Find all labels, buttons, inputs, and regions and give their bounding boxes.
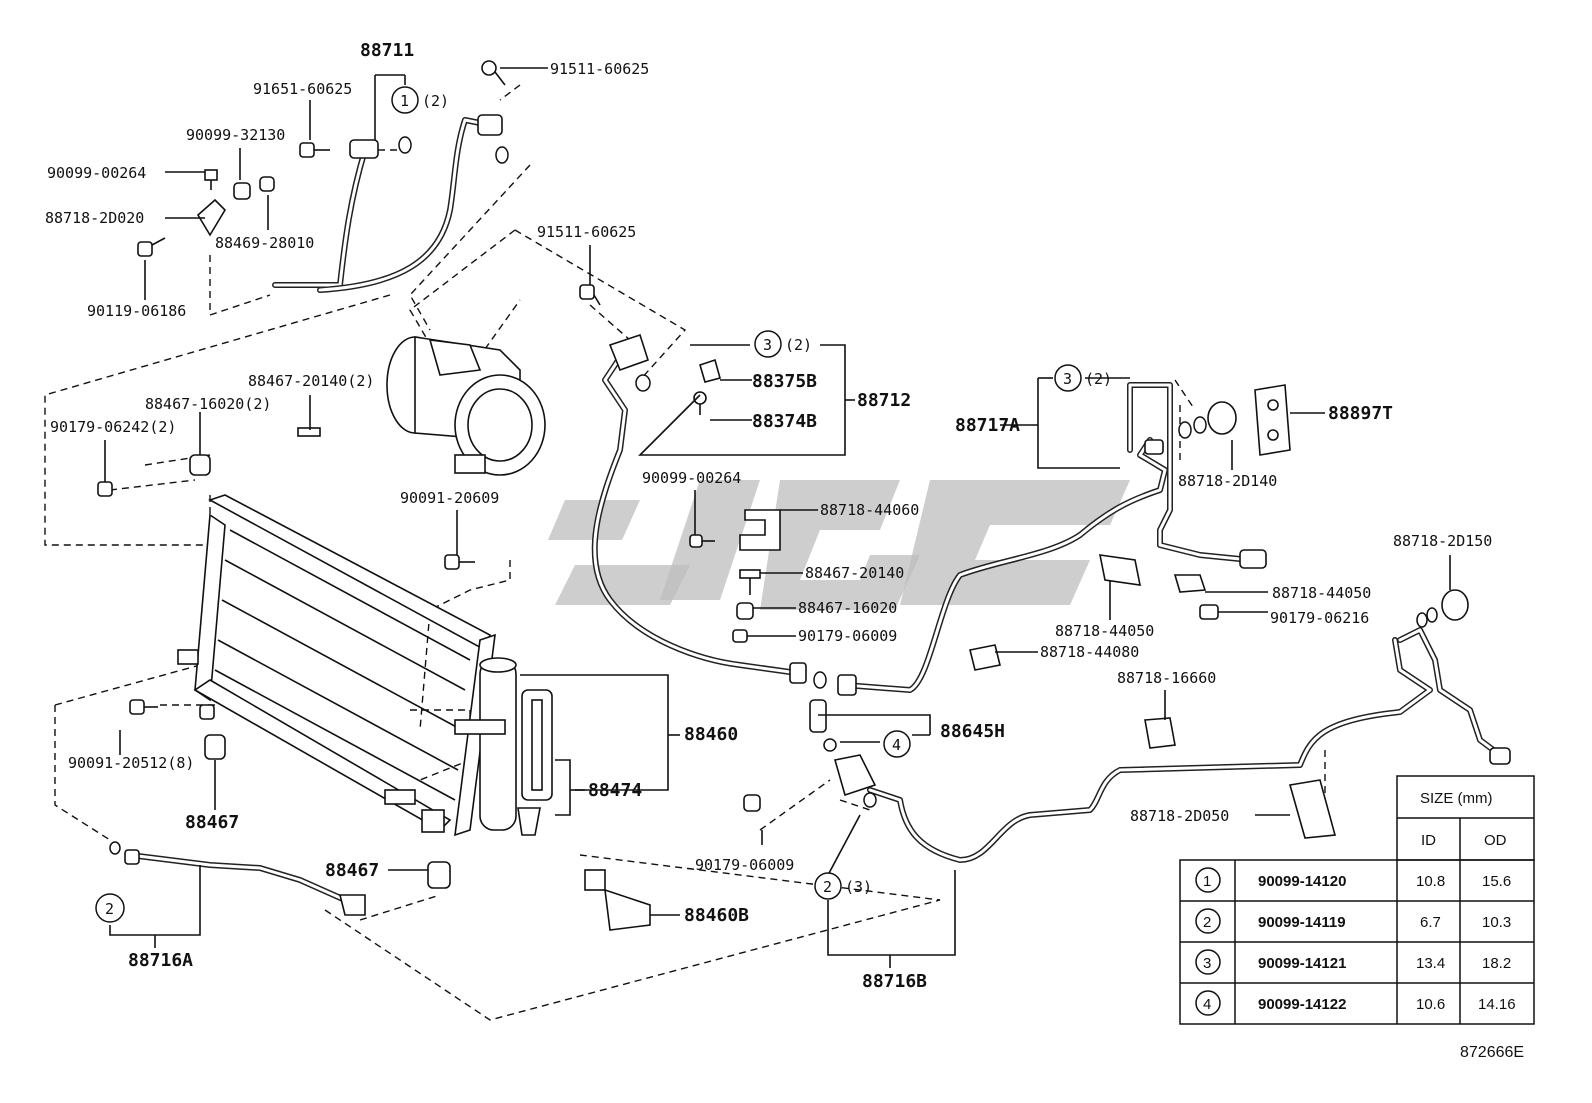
label-88467-a: 88467 (185, 812, 239, 833)
label-88718-2D020: 88718-2D020 (45, 209, 144, 227)
label-88897T: 88897T (1328, 403, 1393, 424)
table-header-size: SIZE (mm) (1420, 790, 1493, 807)
label-88711: 88711 (360, 40, 414, 61)
label-88716B: 88716B (862, 971, 927, 992)
label-88718-44080: 88718-44080 (1040, 643, 1139, 661)
table-row-3-part: 90099-14121 (1258, 955, 1346, 972)
label-88460: 88460 (684, 724, 738, 745)
diagram-code: 872666E (1460, 1044, 1524, 1061)
label-88718-44060: 88718-44060 (820, 501, 919, 519)
table-row-2-part: 90099-14119 (1258, 914, 1346, 931)
callout-3-a (754, 330, 782, 358)
label-90179-06009-b: 90179-06009 (695, 856, 794, 874)
table-row-2-od: 10.3 (1482, 914, 1511, 931)
label-90119-06186: 90119-06186 (87, 302, 186, 320)
label-90099-00264-a: 90099-00264 (47, 164, 146, 182)
label-88718-2D150: 88718-2D150 (1393, 532, 1492, 550)
callout-1-qty: (2) (422, 92, 449, 110)
label-88718-16660: 88718-16660 (1117, 669, 1216, 687)
callout-3-b (1054, 364, 1082, 392)
table-col-id: ID (1421, 832, 1436, 849)
table-col-od: OD (1484, 832, 1507, 849)
label-90179-06009-a: 90179-06009 (798, 627, 897, 645)
table-row: 3 90099-14121 13.4 18.2 (1195, 949, 1511, 975)
callout-3a-qty: (2) (785, 336, 812, 354)
table-row: 2 90099-14119 6.7 10.3 (1195, 908, 1511, 934)
table-row-1-no: 1 (1203, 873, 1211, 890)
compressor (386, 336, 546, 476)
table-row-1-od: 15.6 (1482, 873, 1511, 890)
label-90091-20512-8: 90091-20512(8) (68, 754, 194, 772)
label-88374B: 88374B (752, 411, 817, 432)
label-91511-60625-a: 91511-60625 (550, 60, 649, 78)
label-88467-20140: 88467-20140 (805, 564, 904, 582)
label-88712: 88712 (857, 390, 911, 411)
label-91651-60625: 91651-60625 (253, 80, 352, 98)
part-labels: 88711 91651-60625 91511-60625 90099-3213… (45, 40, 1492, 992)
callout-3b-qty: (2) (1085, 370, 1112, 388)
callout-2b-number: 2 (823, 878, 832, 896)
label-90099-00264-b: 90099-00264 (642, 469, 741, 487)
label-90179-06242-2: 90179-06242(2) (50, 418, 176, 436)
table-row: 1 90099-14120 10.8 15.6 (1195, 867, 1511, 893)
label-88469-28010: 88469-28010 (215, 234, 314, 252)
table-row: 4 90099-14122 10.6 14.16 (1195, 990, 1516, 1016)
table-row-4-part: 90099-14122 (1258, 996, 1346, 1013)
label-88467-16020: 88467-16020 (798, 599, 897, 617)
table-row-1-id: 10.8 (1416, 873, 1445, 890)
leader-lines (104, 67, 1451, 968)
callout-circles: 1 (2) 3 (2) 3 (2) 4 2 (3) 2 (95, 86, 1112, 923)
callout-2-b (814, 872, 842, 900)
label-88474: 88474 (588, 780, 642, 801)
label-91511-60625-b: 91511-60625 (537, 223, 636, 241)
callout-1-number: 1 (400, 92, 409, 110)
callout-2-a (95, 893, 125, 923)
label-90179-06216: 90179-06216 (1270, 609, 1369, 627)
hoses-and-pipes (127, 117, 1503, 903)
table-row-2-id: 6.7 (1420, 914, 1441, 931)
label-88718-2D050: 88718-2D050 (1130, 807, 1229, 825)
callout-4-number: 4 (892, 736, 901, 754)
table-row-3-od: 18.2 (1482, 955, 1511, 972)
table-row-4-no: 4 (1203, 996, 1211, 1013)
size-table: SIZE (mm) ID OD 1 90099-14120 10.8 15.6 … (1179, 775, 1535, 1025)
label-88460B: 88460B (684, 905, 749, 926)
callout-1 (391, 86, 419, 114)
table-row-2-no: 2 (1203, 914, 1211, 931)
label-88717A: 88717A (955, 415, 1020, 436)
label-88645H: 88645H (940, 721, 1005, 742)
table-row-3-no: 3 (1203, 955, 1211, 972)
label-88718-44050-a: 88718-44050 (1055, 622, 1154, 640)
watermark-logo (548, 480, 1130, 610)
label-88716A: 88716A (128, 950, 193, 971)
label-88467-16020-2: 88467-16020(2) (145, 395, 271, 413)
label-88718-44050-b: 88718-44050 (1272, 584, 1371, 602)
label-88467-20140-2: 88467-20140(2) (248, 372, 374, 390)
label-90091-20609: 90091-20609 (400, 489, 499, 507)
table-row-4-id: 10.6 (1416, 996, 1445, 1013)
callout-2b-qty: (3) (845, 878, 872, 896)
callout-4 (883, 730, 911, 758)
label-88467-b: 88467 (325, 860, 379, 881)
label-90099-32130: 90099-32130 (186, 126, 285, 144)
callout-2a-number: 2 (105, 900, 114, 918)
callout-3b-number: 3 (1063, 370, 1072, 388)
callout-3a-number: 3 (763, 336, 772, 354)
label-88375B: 88375B (752, 371, 817, 392)
label-88718-2D140: 88718-2D140 (1178, 472, 1277, 490)
small-parts (97, 60, 1511, 931)
table-row-3-id: 13.4 (1416, 955, 1445, 972)
table-row-1-part: 90099-14120 (1258, 873, 1346, 890)
table-row-4-od: 14.16 (1478, 996, 1516, 1013)
condenser (177, 494, 517, 837)
